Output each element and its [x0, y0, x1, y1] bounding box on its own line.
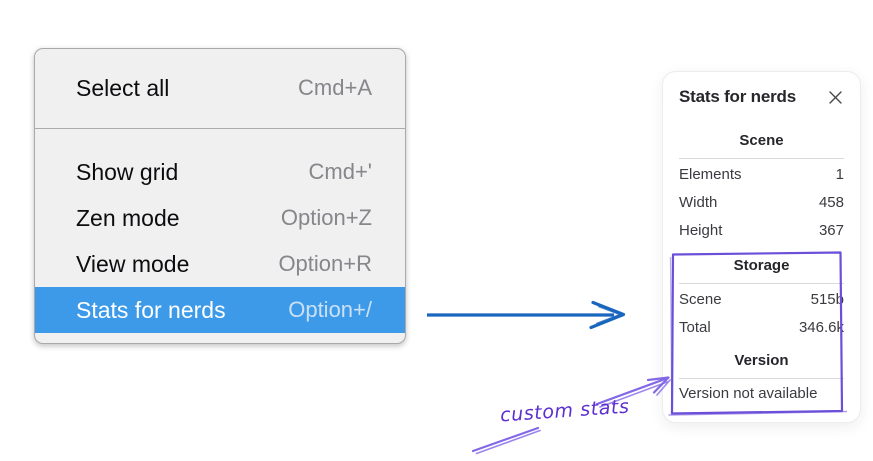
section-heading-version: Version: [734, 352, 789, 369]
divider: [679, 158, 844, 159]
stat-value: 346.6k: [798, 318, 844, 336]
stat-row-scene-storage: Scene 515b: [679, 285, 844, 313]
menu-group-bottom: Show grid Cmd+' Zen mode Option+Z View m…: [35, 129, 405, 343]
menu-item-label: Select all: [76, 74, 170, 101]
menu-item-select-all[interactable]: Select all Cmd+A: [35, 65, 405, 111]
stat-value: 1: [835, 165, 844, 183]
menu-item-shortcut: Cmd+A: [298, 75, 372, 100]
stat-label: Elements: [679, 165, 742, 183]
stat-value: 515b: [810, 290, 844, 308]
version-note: Version not available: [679, 385, 818, 402]
stats-panel-header: Stats for nerds: [679, 85, 844, 109]
menu-item-shortcut: Cmd+': [308, 159, 373, 184]
blue-arrow: [427, 300, 626, 330]
menu-item-shortcut: Option+Z: [280, 205, 372, 230]
menu-item-label: Zen mode: [76, 204, 180, 231]
section-heading-storage: Storage: [733, 257, 790, 274]
menu-item-label: Stats for nerds: [76, 296, 226, 323]
stat-value: 458: [818, 193, 844, 211]
stat-row-height: Height 367: [679, 216, 844, 244]
menu-item-label: View mode: [76, 250, 190, 277]
close-button[interactable]: [826, 88, 844, 106]
close-icon: [828, 90, 842, 104]
menu-item-stats-for-nerds[interactable]: Stats for nerds Option+/: [35, 287, 405, 333]
stat-label: Total: [679, 318, 711, 336]
menu-item-zen-mode[interactable]: Zen mode Option+Z: [35, 195, 405, 241]
menu-item-shortcut: Option+/: [288, 297, 372, 322]
context-menu: Select all Cmd+A Show grid Cmd+' Zen mod…: [34, 48, 406, 344]
menu-item-show-grid[interactable]: Show grid Cmd+': [35, 149, 405, 195]
section-heading-scene: Scene: [739, 132, 784, 149]
stats-panel: Stats for nerds Scene Elements 1 Width 4…: [662, 71, 861, 423]
stat-row-total-storage: Total 346.6k: [679, 313, 844, 341]
stat-row-elements: Elements 1: [679, 160, 844, 188]
stat-label: Scene: [679, 290, 722, 308]
menu-item-view-mode[interactable]: View mode Option+R: [35, 241, 405, 287]
stats-panel-title: Stats for nerds: [679, 87, 796, 106]
stat-row-width: Width 458: [679, 188, 844, 216]
menu-group-top: Select all Cmd+A: [35, 49, 405, 129]
divider: [679, 283, 844, 284]
custom-stats-label: custom stats: [499, 395, 631, 427]
stat-label: Width: [679, 193, 718, 211]
stat-label: Height: [679, 221, 723, 239]
divider: [679, 378, 844, 379]
menu-item-label: Show grid: [76, 158, 179, 185]
stat-value: 367: [818, 221, 844, 239]
menu-item-shortcut: Option+R: [278, 251, 372, 276]
